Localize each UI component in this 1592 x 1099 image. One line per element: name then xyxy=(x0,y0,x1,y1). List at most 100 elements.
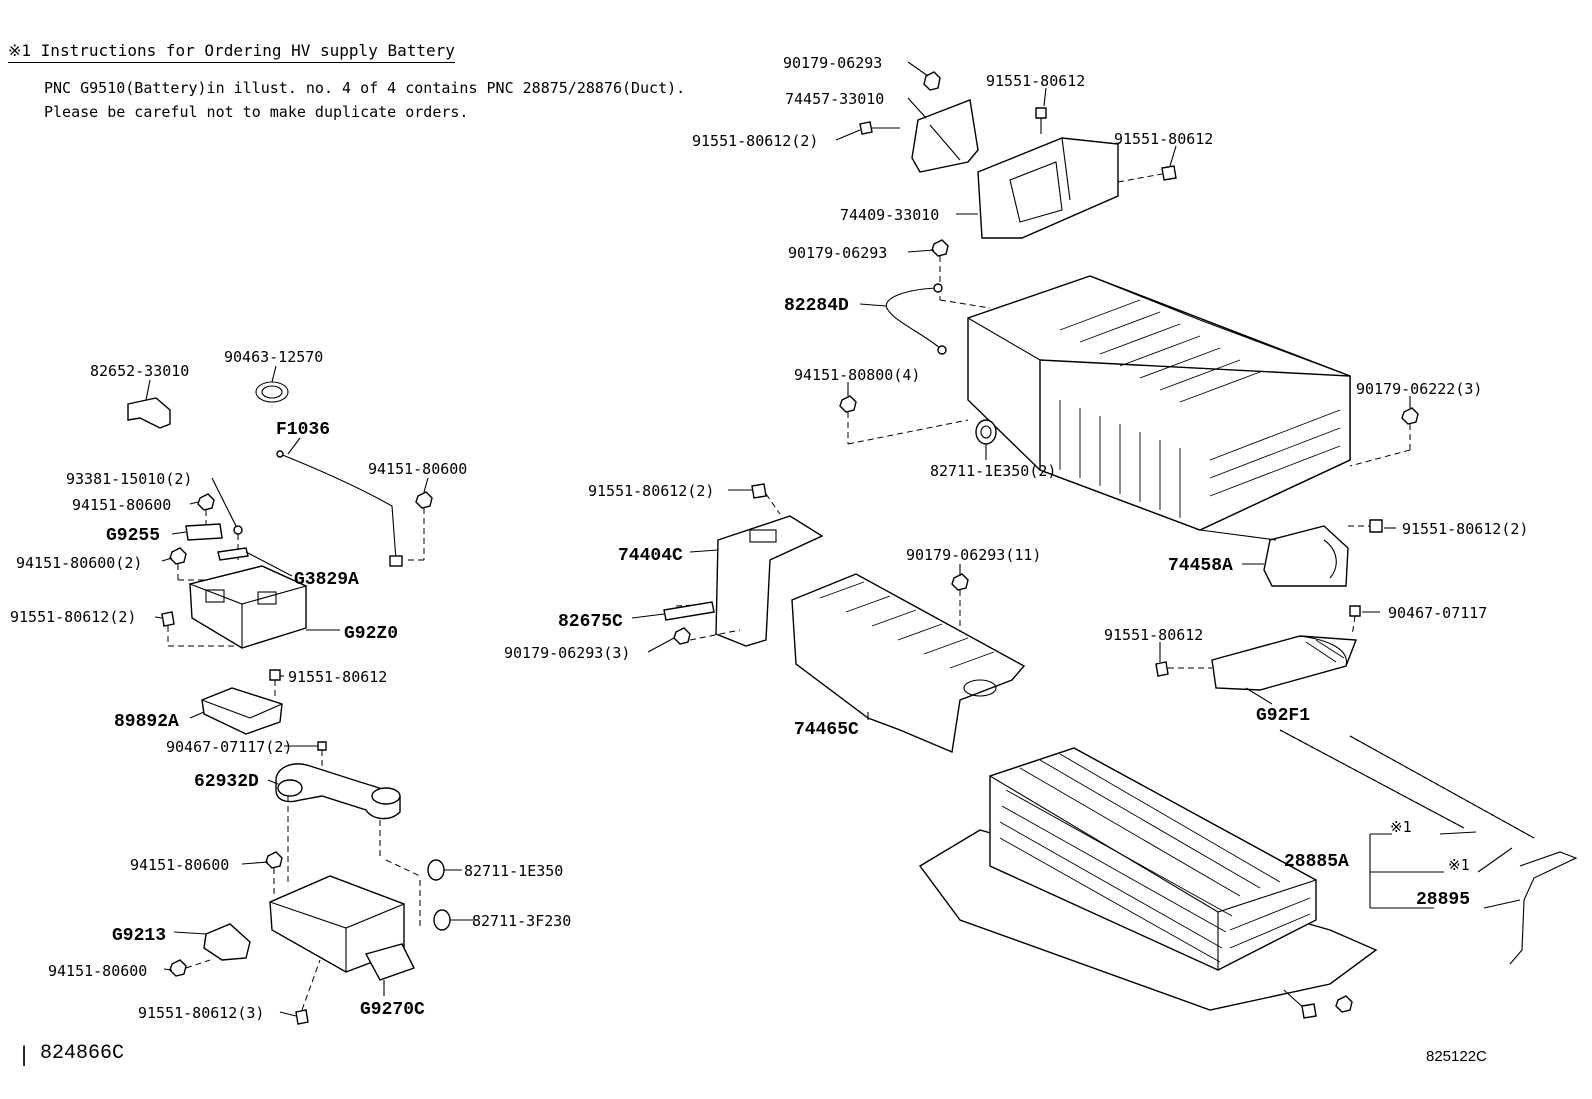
bolt-tray-bottom xyxy=(1283,989,1317,1019)
label-82711-1E350: 82711-1E350 xyxy=(464,862,563,880)
grommet-82711-3F230 xyxy=(433,909,474,931)
label-91551-80612-b: 91551-80612 xyxy=(1114,130,1213,148)
label-91551-80612-2-a: 91551-80612(2) xyxy=(692,132,818,150)
label-89892A: 89892A xyxy=(114,712,179,732)
label-G9255: G9255 xyxy=(106,526,160,546)
label-74465C: 74465C xyxy=(794,720,859,740)
label-91551-80612-d: 91551-80612 xyxy=(1104,626,1203,644)
label-93381-15010-2: 93381-15010(2) xyxy=(66,470,192,488)
nut-tray-bottom xyxy=(1335,995,1353,1013)
bolt-left-top xyxy=(859,121,900,135)
busbar-upper xyxy=(1349,735,1535,839)
battery-case-upper xyxy=(939,275,1351,531)
nut-90179-06293-11 xyxy=(951,573,969,632)
label-G9213: G9213 xyxy=(112,926,166,946)
label-82711-3F230: 82711-3F230 xyxy=(472,912,571,930)
footer-left-id: 824866C xyxy=(40,1042,125,1065)
junction-block-G92Z0 xyxy=(188,565,340,649)
grommet-82711-1E350 xyxy=(975,419,997,445)
leader-lines xyxy=(145,61,1411,1017)
callout-bracket-28885A xyxy=(1369,831,1521,909)
label-G9270C: G9270C xyxy=(360,1000,425,1020)
label-94151-80800-4: 94151-80800(4) xyxy=(794,366,920,384)
label-91551-80612-2-b: 91551-80612(2) xyxy=(10,608,136,626)
ecu-89892A xyxy=(201,687,283,735)
label-74458A: 74458A xyxy=(1168,556,1233,576)
nut-94151-80600-top xyxy=(404,491,433,561)
clip-90467-07117-2 xyxy=(317,741,327,772)
clip-90467-07117 xyxy=(1349,605,1361,637)
screw-93381-15010 xyxy=(233,525,243,560)
label-91551-80612-a: 91551-80612 xyxy=(986,72,1085,90)
label-F1036: F1036 xyxy=(276,420,330,440)
cable-F1036 xyxy=(276,450,403,567)
part-labels: 90179-06293 74457-33010 91551-80612 9155… xyxy=(10,54,1528,1022)
label-G3829A: G3829A xyxy=(294,570,359,590)
nut-94151-80600-g9255 xyxy=(197,493,215,524)
duct-62932D xyxy=(275,763,401,820)
bolt-91551-80612-3 xyxy=(295,959,321,1025)
nut-94151-80600-2 xyxy=(169,547,206,581)
label-74457-33010: 74457-33010 xyxy=(785,90,884,108)
bolt-91551-g92f1 xyxy=(1155,661,1212,677)
nut-94151-80600-lower xyxy=(265,851,283,894)
label-91551-80612-c: 91551-80612 xyxy=(288,668,387,686)
label-62932D: 62932D xyxy=(194,772,259,792)
label-90467-07117-2: 90467-07117(2) xyxy=(166,738,292,756)
label-91551-80612-2-c: 91551-80612(2) xyxy=(588,482,714,500)
bolt-91551-g92z0 xyxy=(161,611,240,647)
note-heading: ※1 Instructions for Ordering HV supply B… xyxy=(8,41,455,63)
label-90179-06293-b: 90179-06293 xyxy=(788,244,887,262)
label-91551-80612-2-d: 91551-80612(2) xyxy=(1402,520,1528,538)
label-94151-80600-d: 94151-80600 xyxy=(48,962,147,980)
part-82675C xyxy=(663,601,715,621)
label-82711-1E350-2: 82711-1E350(2) xyxy=(930,462,1056,480)
footer-right-id: 825122C xyxy=(1426,1048,1487,1065)
label-G92Z0: G92Z0 xyxy=(344,624,398,644)
relay-G9255 xyxy=(185,523,223,541)
bracket-74409 xyxy=(977,137,1119,239)
nut-90179-06222 xyxy=(1349,407,1419,467)
bolt-91551-89892A xyxy=(269,669,281,700)
cable-28895 xyxy=(1509,851,1578,965)
busbar-lower xyxy=(1279,729,1465,829)
label-note-ref-1b: ※1 xyxy=(1448,856,1470,874)
duct-74458A xyxy=(1199,525,1349,587)
bolt-91551-center xyxy=(751,483,781,515)
duct-G92F1 xyxy=(1211,635,1357,691)
label-90463-12570: 90463-12570 xyxy=(224,348,323,366)
nut-90179-top xyxy=(923,71,941,91)
label-82284D: 82284D xyxy=(784,296,849,316)
label-28885A: 28885A xyxy=(1284,852,1349,872)
bracket-74457 xyxy=(911,99,979,173)
label-94151-80600-b: 94151-80600 xyxy=(72,496,171,514)
label-90179-06293-3: 90179-06293(3) xyxy=(504,644,630,662)
label-94151-80600-c: 94151-80600 xyxy=(130,856,229,874)
part-G3829A xyxy=(217,547,293,577)
label-91551-80612-3: 91551-80612(3) xyxy=(138,1004,264,1022)
note-line-2: Please be careful not to make duplicate … xyxy=(44,103,469,121)
label-74404C: 74404C xyxy=(618,546,683,566)
label-90179-06293-a: 90179-06293 xyxy=(783,54,882,72)
label-74409-33010: 74409-33010 xyxy=(840,206,939,224)
guide-lines-left xyxy=(287,796,421,884)
bolt-right-top xyxy=(1117,165,1177,183)
grommet-82711-1E350-left xyxy=(427,859,462,881)
bolt-top-1 xyxy=(1035,107,1047,134)
label-94151-80600-a: 94151-80600 xyxy=(368,460,467,478)
nut-94151-80600-bottom xyxy=(169,959,211,977)
label-94151-80600-2: 94151-80600(2) xyxy=(16,554,142,572)
part-82652-33010 xyxy=(127,397,171,429)
nut-94151-80800 xyxy=(839,395,969,445)
footer-marker: | xyxy=(18,1042,31,1066)
cable-82284D xyxy=(885,283,947,355)
sensor-G9213 xyxy=(173,923,251,961)
box-G9270C xyxy=(268,875,421,996)
clamp-90463-12570 xyxy=(255,381,289,403)
label-90467-07117: 90467-07117 xyxy=(1388,604,1487,622)
cover-74465C xyxy=(791,573,1026,753)
battery-stack xyxy=(988,747,1318,971)
note-line-1: PNC G9510(Battery)in illust. no. 4 of 4 … xyxy=(44,79,686,97)
